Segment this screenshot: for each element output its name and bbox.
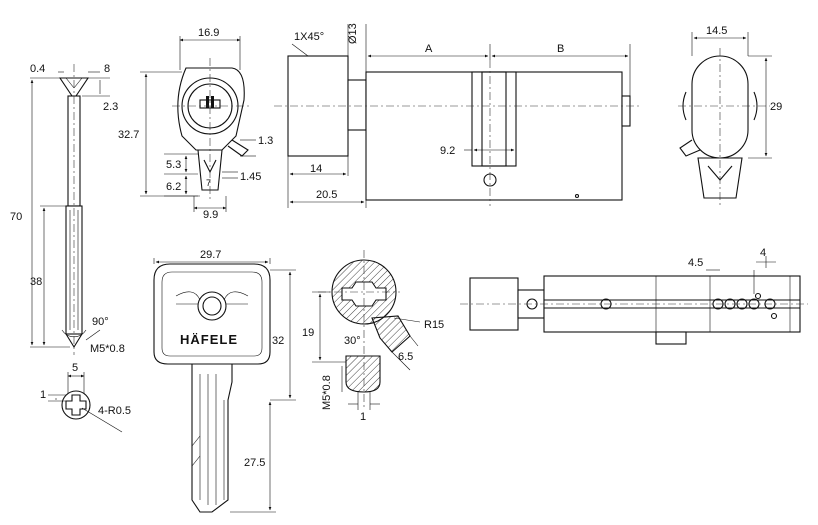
dim-label: M5*0.8: [321, 375, 333, 410]
front-view-drawing: 7 16.9 32.7 1.3 5.3 6.2 1.45 9.9: [118, 27, 273, 221]
dim-label: 0.4: [30, 63, 45, 75]
dim-label: 29: [770, 101, 782, 113]
cam-letter: 7: [206, 178, 211, 188]
cylinder-bottom-view-drawing: 4.5 4: [460, 247, 808, 345]
dim-label: 20.5: [316, 189, 337, 201]
dim-label: 5: [72, 362, 78, 374]
dim-label: 6.5: [398, 351, 413, 363]
dim-label: B: [557, 43, 564, 55]
dim-label: 4-R0.5: [98, 405, 131, 417]
dim-label: 9.2: [440, 145, 455, 157]
dim-label: 38: [30, 276, 42, 288]
dim-label: 6.2: [166, 181, 181, 193]
dim-label: R15: [424, 319, 444, 331]
dim-label: 32: [272, 335, 284, 347]
dim-label: 8: [104, 63, 110, 75]
dim-label: 16.9: [198, 27, 219, 39]
side-view-drawing: 1X45° Ø13 A B 9.2 14 20.5: [274, 23, 640, 208]
dim-label: 5.3: [166, 159, 181, 171]
dim-label: 14: [310, 163, 322, 175]
dim-label: 4: [760, 247, 766, 259]
dim-label: 19: [302, 327, 314, 339]
key-brand-logo: HÄFELE: [180, 332, 238, 347]
screw-head-drawing: 5 1 4-R0.5: [40, 362, 131, 433]
dim-label: 4.5: [688, 257, 703, 269]
dim-label: 1X45°: [294, 31, 324, 43]
dim-label: 1.45: [240, 171, 261, 183]
dim-label: 70: [10, 211, 22, 223]
dim-label: 2.3: [103, 101, 118, 113]
dim-label: M5*0.8: [90, 343, 125, 355]
dim-label: 9.9: [203, 209, 218, 221]
key-drawing: HÄFELE 29.7 32 27.5: [153, 249, 296, 513]
dim-label: A: [425, 43, 433, 55]
dim-label: Ø13: [347, 23, 359, 44]
end-view-drawing: 14.5 29: [678, 25, 782, 205]
dim-label: 29.7: [200, 249, 221, 261]
dim-label: 1: [360, 411, 366, 423]
dim-label: 27.5: [244, 457, 265, 469]
screw-drawing: 0.4 8 2.3 70 38 90° M5*0.8: [10, 63, 125, 355]
dim-label: 1: [40, 389, 46, 401]
dim-label: 14.5: [706, 25, 727, 37]
dim-label: 30°: [344, 335, 361, 347]
dim-label: 32.7: [118, 129, 139, 141]
dim-label: 1.3: [258, 135, 273, 147]
dim-label: 90°: [92, 316, 109, 328]
cam-section-drawing: 19 R15 30° 6.5 M5*0.8 1: [302, 250, 444, 423]
